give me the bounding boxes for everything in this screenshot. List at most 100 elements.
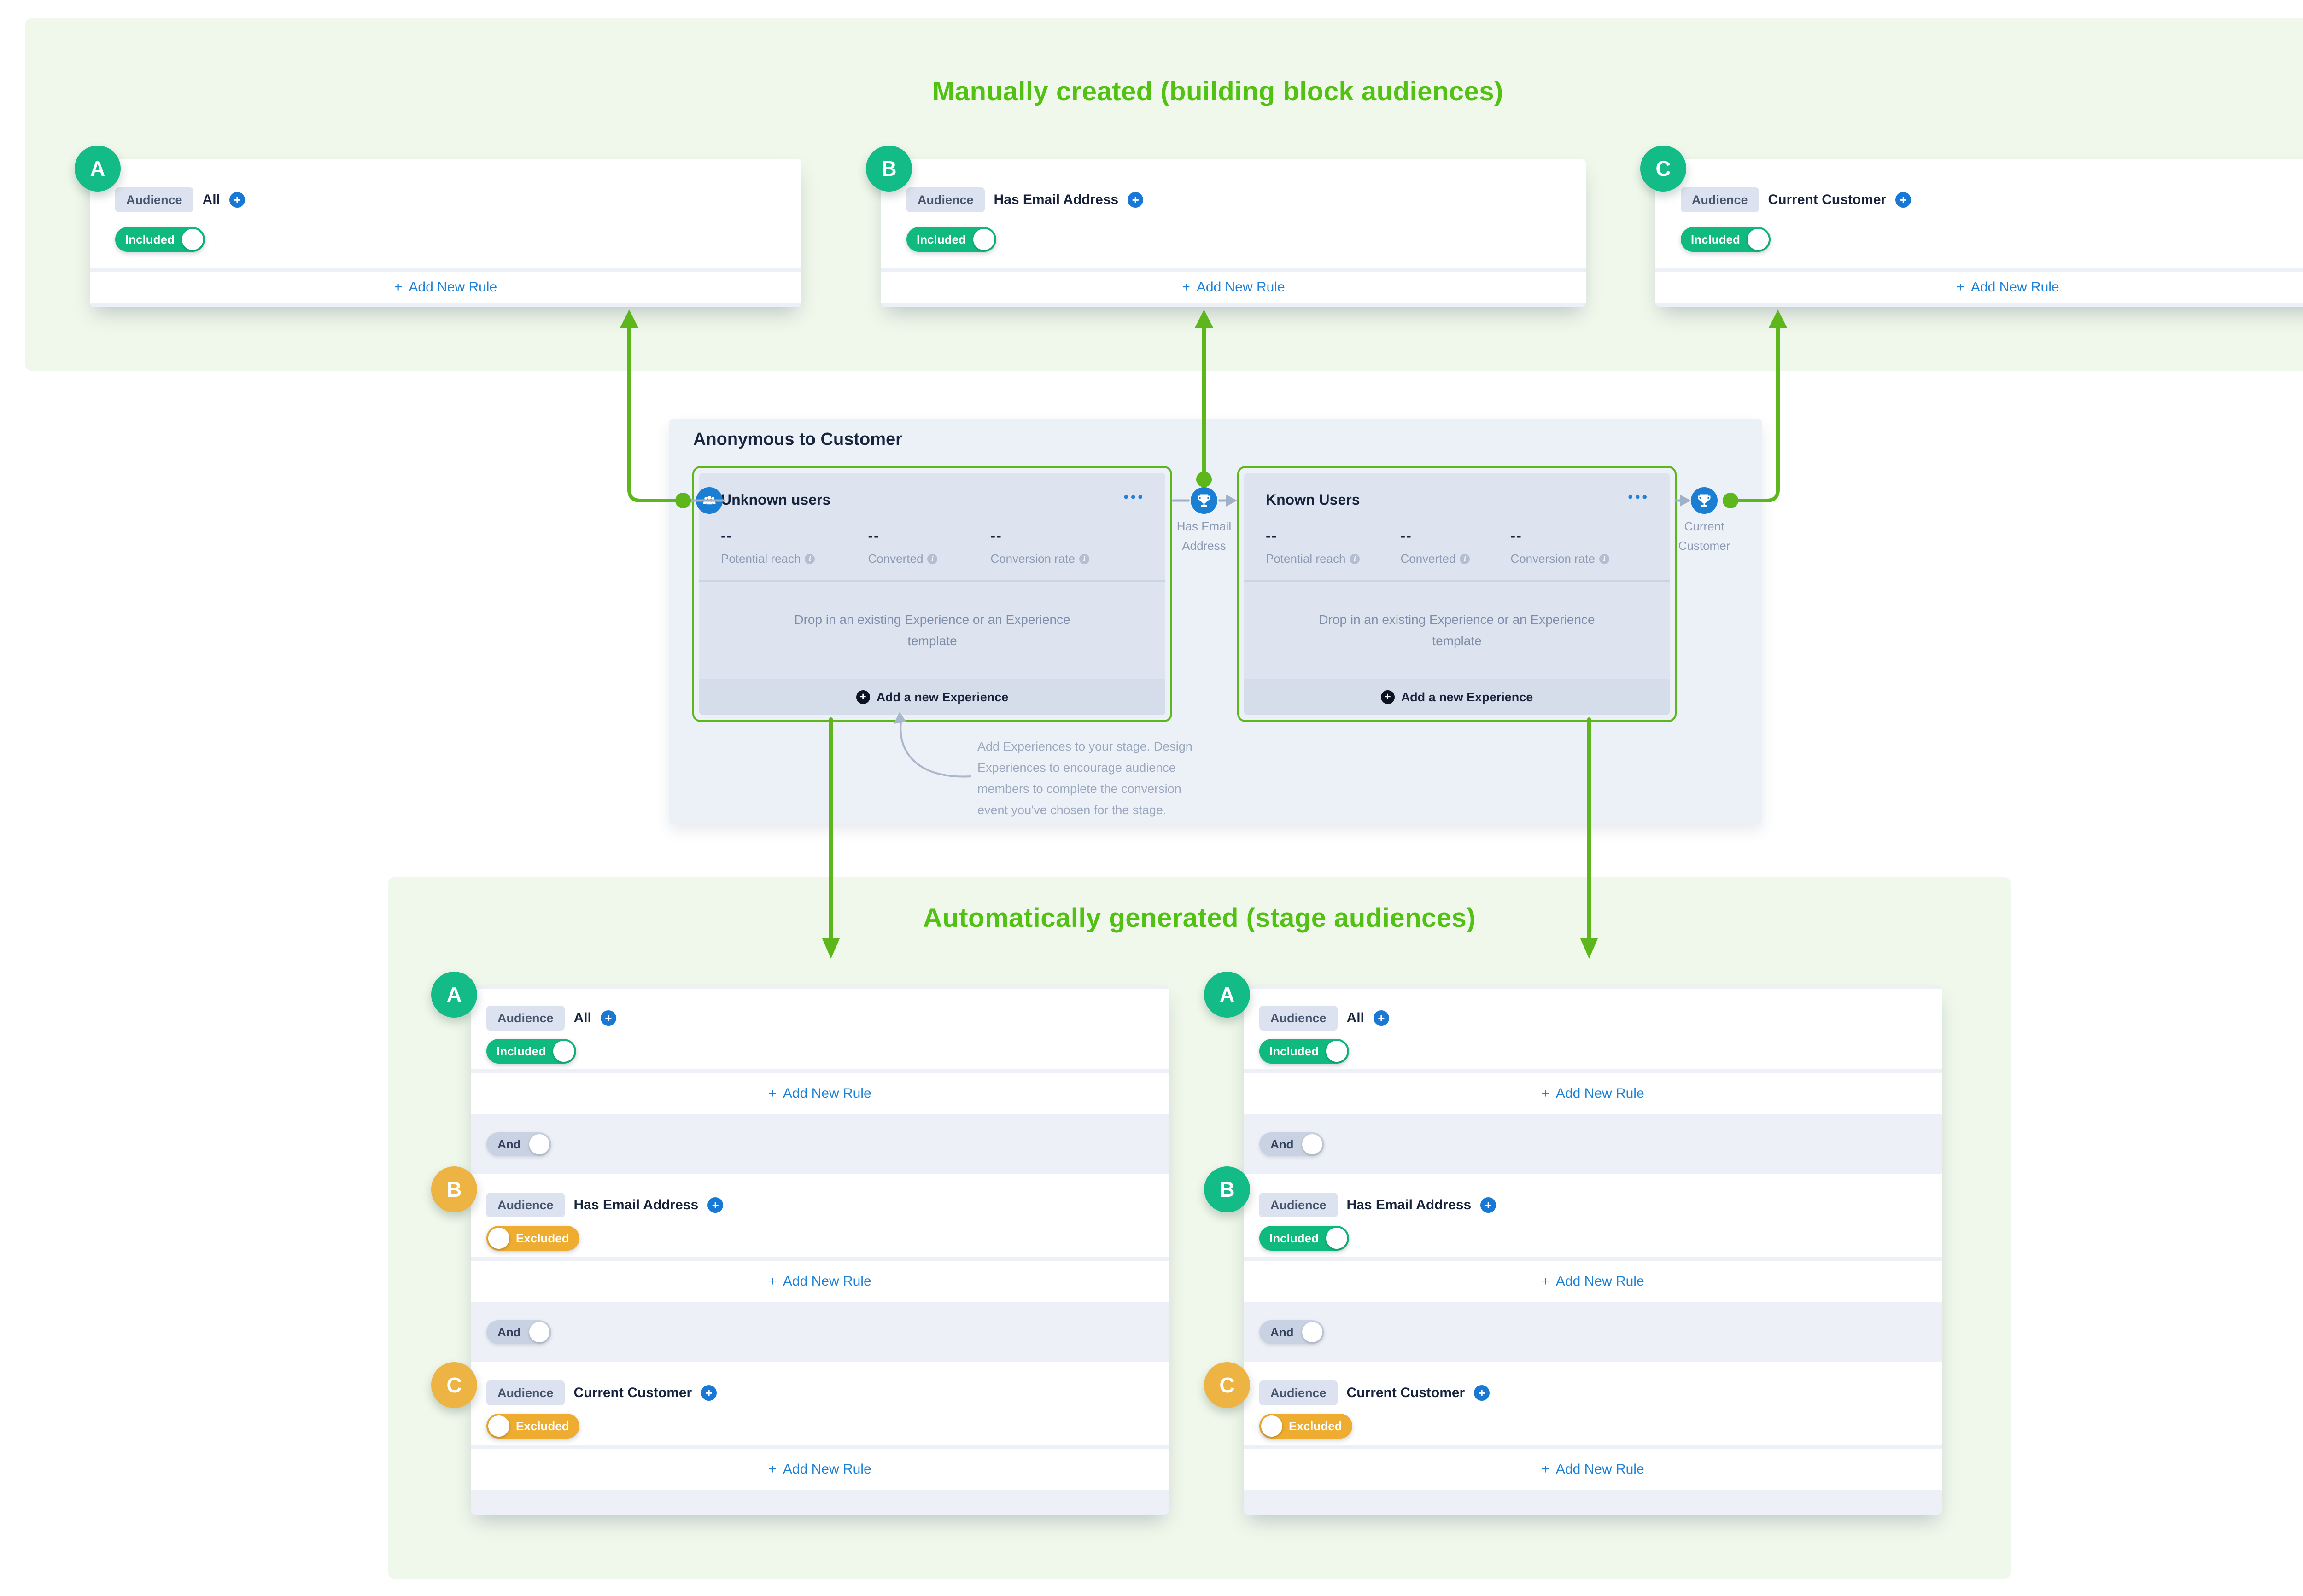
stage-caption: Add Experiences to your stage. Design Ex…	[977, 740, 1192, 817]
toggle-knob	[1326, 1228, 1347, 1249]
toggle-knob	[553, 1041, 574, 1062]
excluded-toggle[interactable]: Excluded	[486, 1414, 579, 1439]
and-toggle[interactable]: And	[1259, 1132, 1324, 1156]
add-new-rule-button[interactable]: +Add New Rule	[1655, 272, 2303, 303]
more-options-icon[interactable]: •••	[1628, 489, 1649, 505]
trophy-icon	[1198, 494, 1210, 507]
and-toggle[interactable]: And	[1259, 1320, 1324, 1344]
add-audience-icon[interactable]: +	[701, 1385, 717, 1401]
rule-section: Audience Has Email Address + Included	[881, 159, 1586, 268]
info-icon[interactable]: i	[1599, 553, 1609, 564]
badge-c: C	[1204, 1362, 1250, 1408]
badge-c: C	[1640, 146, 1686, 192]
add-experience-button[interactable]: + Add a new Experience	[699, 679, 1165, 715]
rule-section-b: Audience Has Email Address + Included	[1244, 1174, 1942, 1257]
audience-chip: Audience	[1681, 187, 1759, 212]
add-new-rule-button[interactable]: +Add New Rule	[1244, 1449, 1942, 1490]
add-new-rule-button[interactable]: +Add New Rule	[1244, 1073, 1942, 1114]
stage-title: Anonymous to Customer	[693, 430, 902, 449]
add-audience-icon[interactable]: +	[600, 1010, 616, 1026]
more-options-icon[interactable]: •••	[1123, 489, 1145, 505]
add-audience-icon[interactable]: +	[707, 1197, 724, 1213]
plus-icon: +	[1380, 690, 1395, 704]
add-new-rule-button[interactable]: +Add New Rule	[471, 1261, 1169, 1302]
audience-name: Has Email Address	[573, 1197, 699, 1212]
rule-section-c: Audience Current Customer + Excluded	[1244, 1362, 1942, 1445]
add-experience-button[interactable]: + Add a new Experience	[1244, 679, 1670, 715]
audience-chip: Audience	[1259, 1006, 1338, 1031]
audience-name: All	[202, 192, 220, 207]
audience-chip: Audience	[486, 1006, 565, 1031]
included-toggle[interactable]: Included	[486, 1039, 576, 1064]
audience-name: All	[573, 1010, 591, 1025]
has-email-address-goal-icon[interactable]	[1191, 487, 1217, 514]
experience-drop-zone[interactable]: Drop in an existing Experience or an Exp…	[1319, 612, 1595, 648]
audience-chip: Audience	[1259, 1193, 1338, 1217]
current-customer-goal-icon[interactable]	[1691, 487, 1718, 514]
toggle-knob	[1302, 1322, 1322, 1342]
rule-section: Audience Current Customer + Included	[1655, 159, 2303, 268]
info-icon[interactable]: i	[805, 553, 815, 564]
toggle-knob	[973, 229, 994, 250]
top-section-title: Manually created (building block audienc…	[932, 76, 1503, 106]
add-new-rule-button[interactable]: +Add New Rule	[90, 272, 801, 303]
included-toggle[interactable]: Included	[1259, 1039, 1349, 1064]
experience-drop-zone[interactable]: Drop in an existing Experience or an Exp…	[794, 612, 1070, 648]
included-toggle[interactable]: Included	[115, 227, 205, 252]
plus-icon: +	[856, 690, 870, 704]
toggle-knob	[181, 229, 203, 250]
badge-b: B	[1204, 1166, 1250, 1212]
add-new-rule-button[interactable]: +Add New Rule	[1244, 1261, 1942, 1302]
and-toggle[interactable]: And	[486, 1320, 551, 1344]
audience-name: Current Customer	[1346, 1385, 1465, 1400]
rule-section-a: Audience All + Included	[471, 989, 1169, 1069]
bottom-section-title: Automatically generated (stage audiences…	[923, 903, 1476, 933]
and-toggle[interactable]: And	[486, 1132, 551, 1156]
audience-name: All	[1346, 1010, 1364, 1025]
toggle-knob	[1747, 229, 1769, 250]
people-icon	[703, 496, 716, 505]
add-audience-icon[interactable]: +	[1474, 1385, 1490, 1401]
included-toggle[interactable]: Included	[906, 227, 996, 252]
add-audience-icon[interactable]: +	[1480, 1197, 1496, 1213]
info-icon[interactable]: i	[927, 553, 938, 564]
audience-name: Has Email Address	[1346, 1197, 1472, 1212]
stage-card-title: Unknown users	[721, 491, 831, 508]
excluded-toggle[interactable]: Excluded	[486, 1226, 579, 1251]
badge-b: B	[866, 146, 912, 192]
rule-section-c: Audience Current Customer + Excluded	[471, 1362, 1169, 1445]
badge-b: B	[431, 1166, 477, 1212]
rule-section: Audience All + Included	[90, 159, 801, 268]
add-audience-icon[interactable]: +	[1895, 192, 1911, 208]
audience-chip: Audience	[906, 187, 985, 212]
info-icon[interactable]: i	[1460, 553, 1470, 564]
add-new-rule-button[interactable]: +Add New Rule	[471, 1073, 1169, 1114]
info-icon[interactable]: i	[1079, 553, 1089, 564]
toggle-knob	[1302, 1134, 1322, 1154]
toggle-knob	[488, 1228, 509, 1249]
toggle-knob	[1261, 1415, 1282, 1437]
all-audience-icon[interactable]	[696, 487, 723, 514]
add-audience-icon[interactable]: +	[1128, 192, 1144, 208]
building-block-card-a: Audience All + Included +Add New Rule	[90, 159, 801, 307]
add-new-rule-button[interactable]: +Add New Rule	[881, 272, 1586, 303]
building-block-card-b: Audience Has Email Address + Included +A…	[881, 159, 1586, 307]
add-audience-icon[interactable]: +	[229, 192, 245, 208]
badge-a: A	[75, 146, 121, 192]
badge-a: A	[1204, 972, 1250, 1018]
included-toggle[interactable]: Included	[1259, 1226, 1349, 1251]
info-icon[interactable]: i	[1350, 553, 1360, 564]
add-audience-icon[interactable]: +	[1373, 1010, 1389, 1026]
audience-name: Has Email Address	[994, 192, 1119, 207]
excluded-toggle[interactable]: Excluded	[1259, 1414, 1352, 1439]
audience-name: Current Customer	[573, 1385, 692, 1400]
included-toggle[interactable]: Included	[1681, 227, 1771, 252]
add-new-rule-button[interactable]: +Add New Rule	[471, 1449, 1169, 1490]
